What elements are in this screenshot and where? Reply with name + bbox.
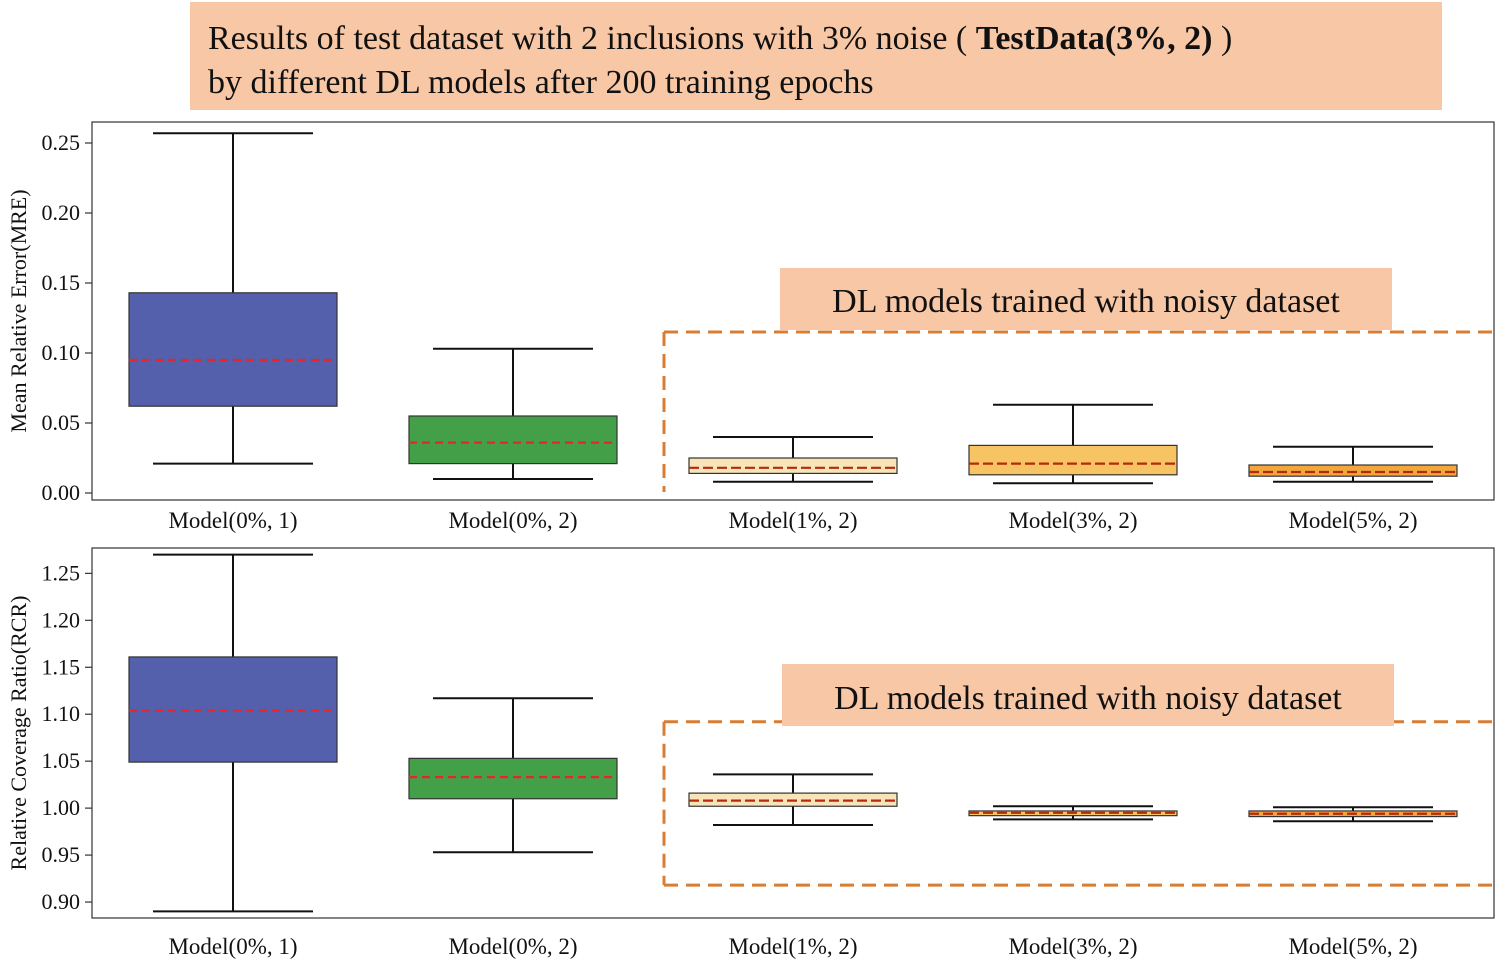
y-tick-label: 1.10 xyxy=(42,701,81,726)
noisy-annotation-box xyxy=(782,664,1394,726)
y-tick-label: 1.15 xyxy=(42,654,81,679)
y-tick-label: 0.20 xyxy=(42,200,81,225)
box-model-5-2- xyxy=(1248,445,1458,483)
box-iqr xyxy=(968,444,1178,476)
y-tick-label: 1.25 xyxy=(42,560,81,585)
y-axis-label: Mean Relative Error(MRE) xyxy=(6,189,31,432)
box-model-1-2- xyxy=(688,436,898,483)
box-model-3-2- xyxy=(968,403,1178,485)
x-category-label: Model(1%, 2) xyxy=(728,934,857,959)
box-model-0-1- xyxy=(128,553,338,913)
box-iqr xyxy=(128,292,338,407)
plot-frame xyxy=(91,547,1495,919)
box-model-5-2- xyxy=(1248,806,1458,823)
box-iqr xyxy=(688,457,898,474)
y-tick-label: 0.25 xyxy=(42,130,81,155)
chart-panel-2: 0.90 0.95 1.00 1.05 1.10 1.15 1.20 1.25Relative… xyxy=(6,547,1495,959)
noisy-annotation-label: DL models trained with noisy dataset xyxy=(834,680,1342,717)
box-model-0-1- xyxy=(128,132,338,465)
y-tick-label: 0.95 xyxy=(42,842,81,867)
y-tick-label: 0.15 xyxy=(42,270,81,295)
y-axis-label: Relative Coverage Ratio(RCR) xyxy=(6,596,31,871)
x-category-label: Model(0%, 2) xyxy=(448,934,577,959)
box-iqr xyxy=(408,757,618,800)
plot-frame xyxy=(91,121,1495,501)
y-tick-label: 0.00 xyxy=(42,480,81,505)
box-model-0-2- xyxy=(408,697,618,854)
x-category-label: Model(3%, 2) xyxy=(1008,934,1137,959)
chart-title-box: Results of test dataset with 2 inclusion… xyxy=(190,2,1442,110)
x-category-label: Model(0%, 1) xyxy=(168,934,297,959)
y-tick-label: 1.20 xyxy=(42,607,81,632)
x-category-label: Model(0%, 2) xyxy=(448,508,577,533)
x-category-label: Model(0%, 1) xyxy=(168,508,297,533)
y-tick-label: 0.10 xyxy=(42,340,81,365)
chart-title-line-1: Results of test dataset with 2 inclusion… xyxy=(208,20,1232,58)
y-tick-label: 0.90 xyxy=(42,889,81,914)
box-model-3-2- xyxy=(968,805,1178,821)
noisy-annotation-label: DL models trained with noisy dataset xyxy=(832,283,1340,320)
x-category-label: Model(5%, 2) xyxy=(1288,934,1417,959)
box-model-0-2- xyxy=(408,347,618,480)
y-tick-label: 1.00 xyxy=(42,795,81,820)
title-prefix: Results of test dataset with 2 inclusion… xyxy=(208,20,976,57)
x-category-label: Model(3%, 2) xyxy=(1008,508,1137,533)
box-iqr xyxy=(408,415,618,465)
y-tick-label: 1.05 xyxy=(42,748,81,773)
title-dataset-name: TestData(3%, 2) xyxy=(975,20,1213,57)
box-iqr xyxy=(1248,464,1458,477)
y-tick-label: 0.05 xyxy=(42,410,81,435)
title-suffix: ) xyxy=(1212,20,1233,57)
x-category-label: Model(1%, 2) xyxy=(728,508,857,533)
noisy-annotation-box xyxy=(780,268,1392,330)
box-model-1-2- xyxy=(688,773,898,827)
x-category-label: Model(5%, 2) xyxy=(1288,508,1417,533)
chart-title-line-2: by different DL models after 200 trainin… xyxy=(208,64,874,101)
